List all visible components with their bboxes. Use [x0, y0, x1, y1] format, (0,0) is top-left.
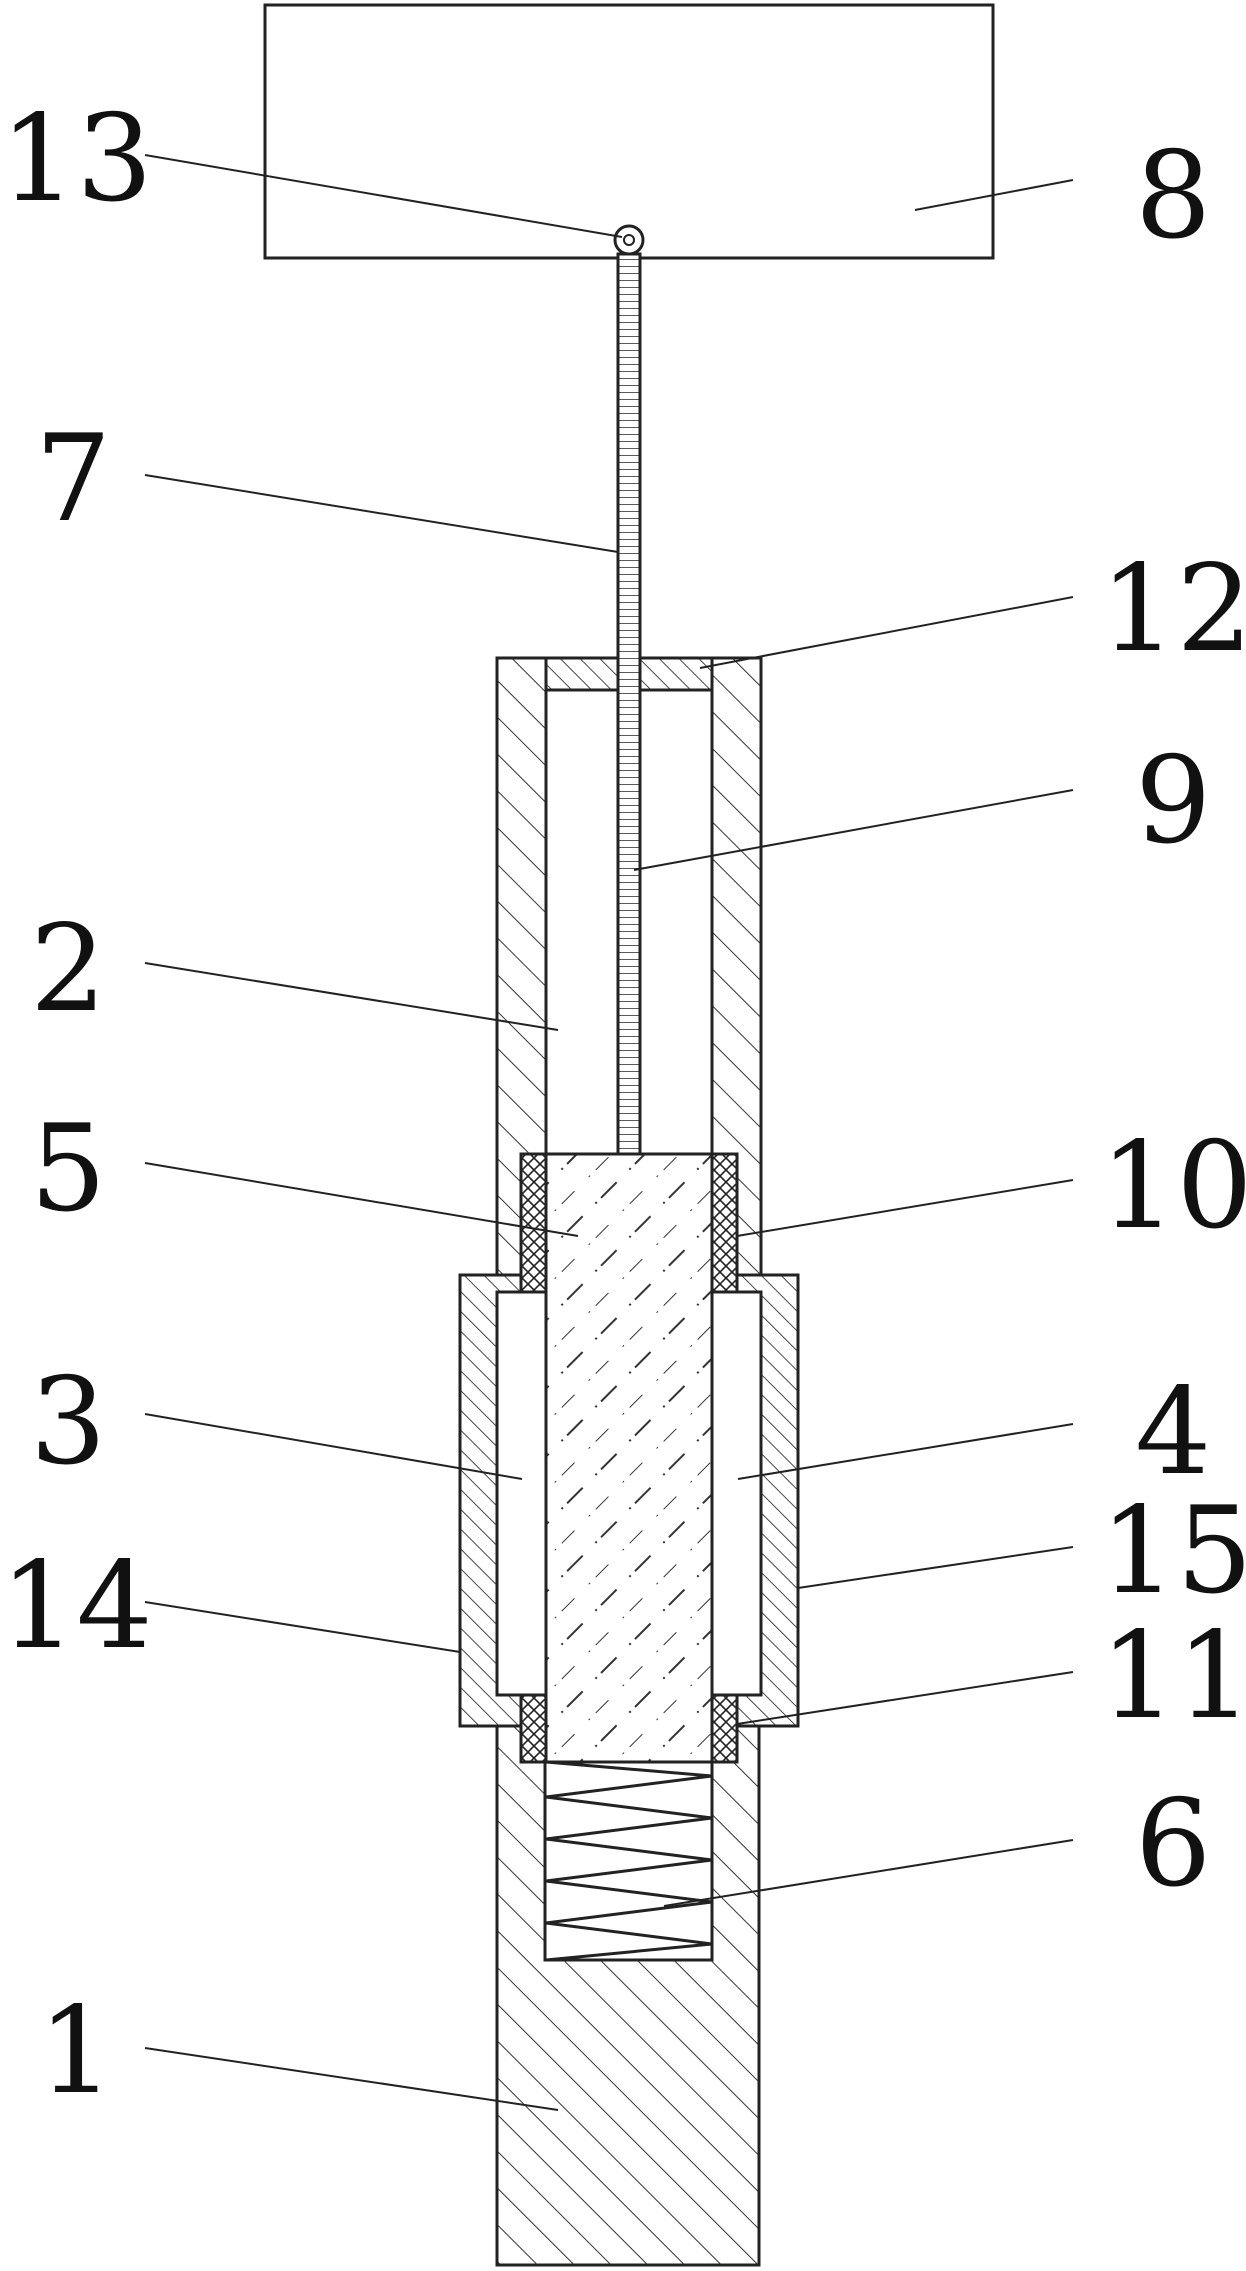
- label-2: 2: [30, 900, 106, 1039]
- pivot-13-inner: [623, 234, 635, 246]
- top-box-8: [263, 3, 995, 260]
- label-7: 7: [35, 410, 111, 549]
- label-6: 6: [1135, 1775, 1211, 1914]
- label-1: 1: [38, 1982, 114, 2121]
- piston-5: [544, 1152, 714, 1764]
- rack-rod-7: [616, 252, 642, 1156]
- leader-lines: [144, 154, 1074, 2111]
- label-11: 11: [1100, 1607, 1246, 1746]
- spring-bore: [543, 1760, 714, 1962]
- label-5: 5: [30, 1100, 106, 1239]
- label-8: 8: [1135, 127, 1211, 266]
- lower-seal-left-11: [519, 1693, 548, 1764]
- label-9: 9: [1135, 732, 1211, 871]
- label-10: 10: [1100, 1117, 1246, 1256]
- label-13: 13: [0, 90, 153, 229]
- upper-seal-left-10: [519, 1152, 548, 1294]
- label-15: 15: [1100, 1482, 1246, 1621]
- spring-6: [545, 1760, 713, 1962]
- label-12: 12: [1100, 540, 1246, 679]
- left-window: [497, 1292, 546, 1695]
- upper-seal-right-10: [710, 1152, 739, 1294]
- label-14: 14: [0, 1537, 153, 1676]
- right-window: [712, 1292, 761, 1695]
- label-4: 4: [1135, 1363, 1211, 1502]
- label-3: 3: [30, 1353, 106, 1492]
- lower-seal-right-11: [710, 1693, 739, 1764]
